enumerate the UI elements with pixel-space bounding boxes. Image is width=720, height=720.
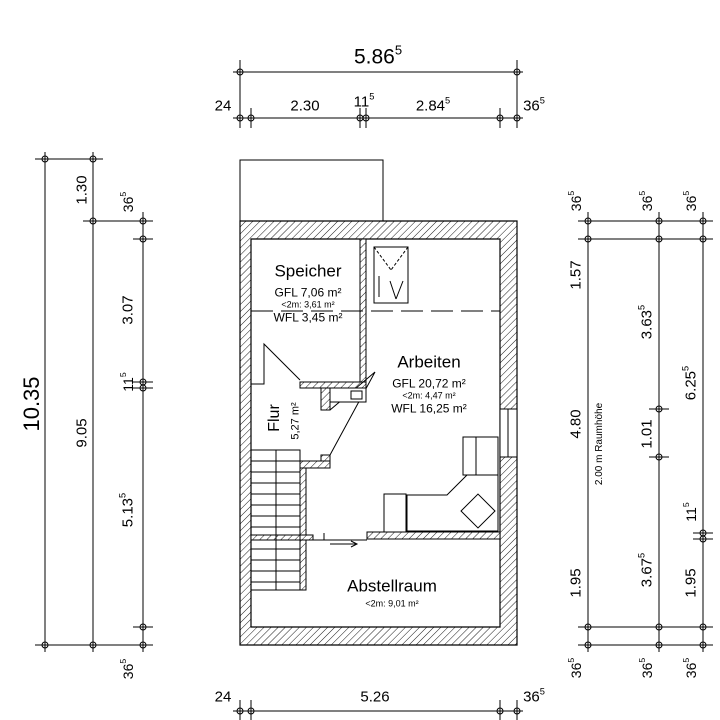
dim-right-b-0: 365 [637,190,655,212]
room-arbeiten-gfl: GFL 20,72 m² [392,376,466,391]
dim-right-b-4: 365 [637,657,655,679]
dim-top-seg-1: 2.30 [290,97,320,115]
top-dimension-ticks [236,68,521,122]
dim-right-a-3: 1.95 [567,568,585,598]
room-speicher-name: Speicher [274,261,342,281]
dim-left-mid-0: 1.30 [73,175,91,205]
dim-right-b-2: 1.01 [638,419,656,449]
dim-left-inner-2: 115 [118,372,136,392]
door-marks [251,342,376,548]
room-arbeiten-wfl: WFL 16,25 m² [391,401,467,416]
desk-furniture [383,436,499,533]
room-speicher: Speicher GFL 7,06 m² <2m: 3,61 m² WFL 3,… [274,263,343,324]
room-speicher-gfl: GFL 7,06 m² [274,285,342,300]
room-arbeiten-name: Arbeiten [397,352,461,372]
staircase [250,449,301,591]
dim-top-seg-4: 365 [523,95,545,115]
room-arbeiten-lt2m: <2m: 4,47 m² [402,390,456,401]
room-arbeiten: Arbeiten GFL 20,72 m² <2m: 4,47 m² WFL 1… [391,354,467,415]
dim-right-c-4: 365 [681,657,699,679]
dim-bottom-seg-1: 5.26 [360,688,390,706]
dim-right-c-0: 365 [681,190,699,212]
room-flur-area: 5,27 m² [289,402,302,440]
dim-right-a-4: 365 [566,657,584,679]
dim-bottom-seg-2: 365 [523,686,545,706]
room-speicher-wfl: WFL 3,45 m² [273,310,343,325]
balcony-outline [239,159,384,222]
dim-right-a-0: 365 [566,190,584,212]
dim-right-c-3: 1.95 [682,568,700,598]
dim-left-inner-0: 365 [118,191,136,213]
room-abstellraum: Abstellraum <2m: 9,01 m² [347,578,437,609]
dim-right-c-1: 6.255 [680,365,700,401]
dim-left-inner-4: 365 [118,658,136,680]
right-dimension-lines [578,212,713,652]
dim-right-a-1: 1.57 [567,260,585,290]
left-dimension-lines [35,152,153,652]
top-dimension-lines [233,60,523,128]
dim-right-a-2: 4.80 [567,409,585,439]
dim-left-total: 10.35 [19,376,44,432]
dim-right-b-1: 3.635 [636,304,656,340]
bottom-dimension-lines [233,700,523,720]
dim-top-seg-3: 2.845 [415,95,451,115]
dim-right-c-2: 115 [681,502,699,522]
dim-top-total: 5.865 [353,42,403,69]
dim-left-inner-1: 3.07 [119,295,137,325]
room-abstellraum-name: Abstellraum [347,576,437,596]
room-abstellraum-lt2m: <2m: 9,01 m² [365,598,419,609]
dim-left-mid-1: 9.05 [73,418,91,448]
dim-left-inner-3: 5.135 [117,492,137,528]
room-flur-name: Flur [266,404,283,432]
dim-top-seg-2: 115 [353,91,375,111]
room-speicher-lt2m: <2m: 3,61 m² [281,299,335,310]
skylight-symbol [373,246,409,304]
dim-bottom-seg-0: 24 [214,688,232,706]
dim-top-seg-0: 24 [214,97,232,115]
dim-right-b-3: 3.675 [636,552,656,588]
dim-height-note: 2.00 m Raumhöhe [594,402,605,486]
